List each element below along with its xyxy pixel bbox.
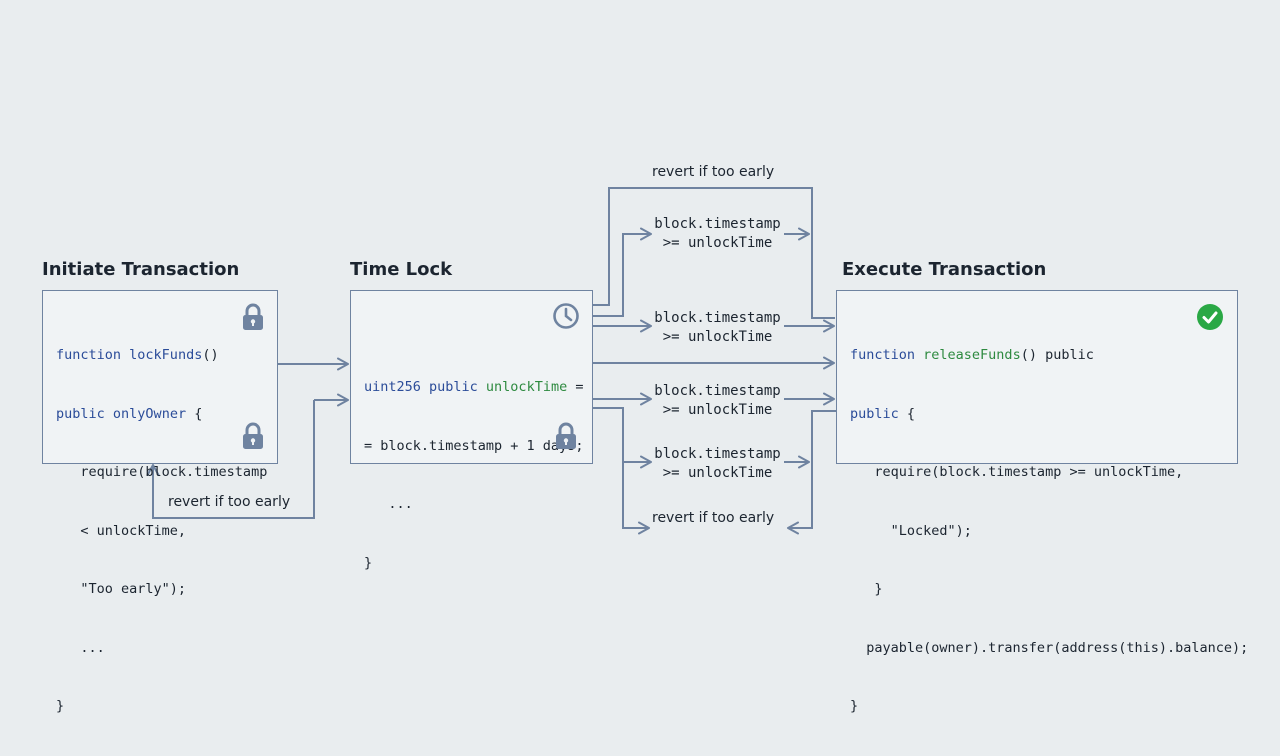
arrow-revert-bottom-loop (787, 410, 836, 535)
code-keyword: public (850, 405, 899, 422)
arrow-to-condition-4 (593, 407, 652, 469)
execute-title: Execute Transaction (842, 259, 1047, 280)
condition-line: block.timestamp (654, 383, 781, 399)
code-text: { (186, 405, 203, 422)
code-line: "Locked"); (850, 522, 972, 539)
code-keyword: function (56, 347, 122, 363)
execute-code: function releaseFunds() public public { … (850, 307, 1248, 756)
condition-label: block.timestamp >= unlockTime (651, 382, 784, 420)
code-keyword: public (56, 405, 105, 422)
code-text: { (898, 405, 916, 422)
initiate-code: function lockFunds() public onlyOwner { … (56, 307, 267, 756)
code-line: } (850, 581, 883, 597)
initiate-box: function lockFunds() public onlyOwner { … (42, 290, 278, 714)
arrow-to-revert-bottom (622, 462, 650, 535)
clock-icon (553, 303, 579, 329)
code-text: () (202, 347, 219, 363)
code-line: } (364, 554, 373, 571)
revert-label-top: revert if too early (652, 164, 775, 180)
code-modifier: onlyOwner (112, 405, 187, 422)
code-keyword: uint256 public (364, 379, 478, 395)
timelock-box: uint256 public unlockTime = = block.time… (350, 290, 593, 571)
condition-label: block.timestamp >= unlockTime (651, 215, 784, 253)
revert-label-bottom-left: revert if too early (168, 494, 291, 510)
condition-line: >= unlockTime (662, 465, 773, 481)
condition-line: block.timestamp (654, 446, 781, 462)
flow-arrows (146, 187, 836, 535)
condition-line: >= unlockTime (662, 235, 773, 251)
code-line: "Too early"); (56, 581, 187, 597)
condition-label: block.timestamp >= unlockTime (651, 309, 784, 347)
code-line: ... (56, 639, 105, 656)
revert-label-bottom-right: revert if too early (652, 510, 775, 526)
execute-box: function releaseFunds() public public { … (836, 290, 1248, 714)
timelock-code: uint256 public unlockTime = = block.time… (364, 339, 583, 612)
code-text: () public (1020, 347, 1094, 363)
code-line: payable(owner).transfer(address(this).ba… (850, 639, 1249, 656)
condition-line: >= unlockTime (662, 329, 773, 345)
code-line: ... (364, 496, 413, 512)
arrow-revert-top (593, 187, 835, 319)
code-function-name: lockFunds (129, 347, 203, 363)
code-function-name: releaseFunds (915, 347, 1021, 363)
lock-icon (243, 303, 263, 330)
timelock-title: Time Lock (350, 259, 453, 280)
arrow-to-condition-1 (593, 227, 652, 317)
code-line: require(block.timestamp >= unlockTime, (850, 464, 1184, 480)
code-line: require(block.timestamp (56, 464, 268, 480)
condition-line: >= unlockTime (662, 402, 773, 418)
code-variable-name: unlockTime (477, 379, 568, 395)
lock-icon (556, 422, 576, 449)
code-line: < unlockTime, (56, 522, 187, 539)
code-line: = block.timestamp + 1 days; (364, 437, 584, 454)
code-line: } (56, 698, 65, 714)
condition-line: block.timestamp (654, 310, 781, 326)
code-keyword: function (850, 347, 916, 363)
condition-line: block.timestamp (654, 216, 781, 232)
check-circle-icon (1197, 304, 1223, 330)
condition-label: block.timestamp >= unlockTime (651, 445, 784, 483)
code-line: } (850, 698, 859, 714)
lock-icon (243, 422, 263, 449)
arrow-revert-to-initiate (146, 400, 315, 519)
initiate-title: Initiate Transaction (42, 259, 240, 280)
code-text: = (567, 379, 584, 395)
